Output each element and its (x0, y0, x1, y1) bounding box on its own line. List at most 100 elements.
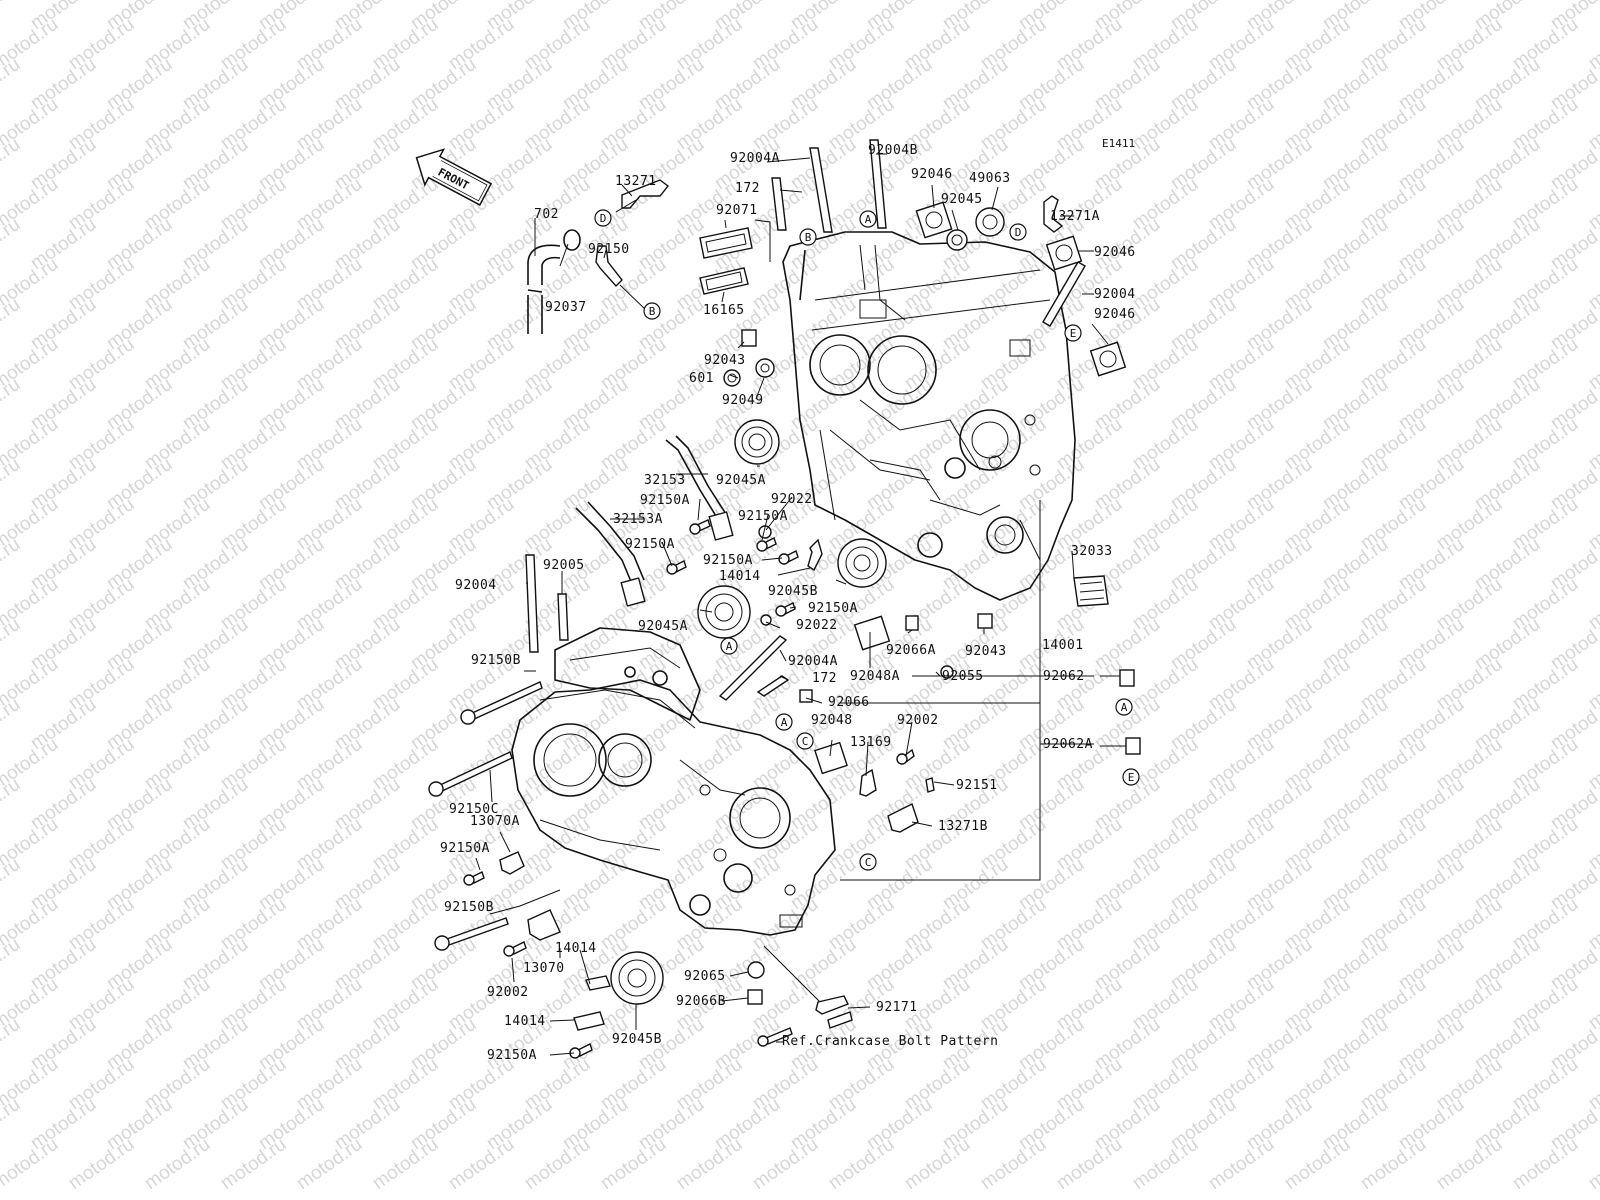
watermark-text: motod.ru (0, 694, 24, 754)
watermark-text: motod.ru (217, 1134, 290, 1194)
watermark-text: motod.ru (0, 54, 24, 114)
part-label-p22: 92150A (640, 493, 690, 508)
callout-circle (799, 228, 817, 246)
bearings (610, 201, 1127, 1005)
part-label-p29: 92045B (768, 584, 818, 599)
callout-circle (643, 302, 661, 320)
part-label-p2: 702 (534, 207, 559, 222)
watermark-text: motod.ru (673, 1134, 746, 1194)
watermark-text: motod.ru (521, 1134, 594, 1194)
part-label-p5: 92004A (730, 151, 780, 166)
part-label-p33: 92045A (638, 619, 688, 634)
callout-c12: C (859, 853, 877, 871)
part-label-p36: 92066A (886, 643, 936, 658)
part-label-p60: 92066B (676, 994, 726, 1009)
callout-c10: A (1115, 698, 1133, 716)
part-label-p32: 92005 (543, 558, 585, 573)
part-label-p19: 92049 (722, 393, 764, 408)
callout-letter: A (726, 640, 733, 653)
callout-c9: C (796, 732, 814, 750)
callout-c8: A (775, 713, 793, 731)
part-label-p9: 49063 (969, 171, 1011, 186)
clamp-92037 (563, 229, 581, 251)
part-label-p21: 92045A (716, 473, 766, 488)
callout-c5: D (1009, 223, 1027, 241)
watermark-text: motod.ru (1053, 1134, 1126, 1194)
watermark-text: motod.ru (1129, 1134, 1202, 1194)
part-label-p50: 92151 (956, 778, 998, 793)
part-label-p48: 92002 (897, 713, 939, 728)
part-label-p47: 13169 (850, 735, 892, 750)
watermark-text: motod.ru (0, 934, 24, 994)
plug-92062 (1119, 669, 1135, 687)
part-label-p63: 92045B (612, 1032, 662, 1047)
crankcase-left-half (511, 627, 836, 936)
part-label-p26: 92150A (625, 537, 675, 552)
part-label-p51: 92150C (449, 802, 499, 817)
plate-16165 (699, 267, 749, 295)
watermark-text: motod.ru (0, 1014, 24, 1074)
part-label-p61: 92171 (876, 1000, 918, 1015)
callout-letter: A (781, 716, 788, 729)
part-label-p40: 92004A (788, 654, 838, 669)
callout-letter: B (649, 305, 656, 318)
part-label-p56: 14014 (555, 941, 597, 956)
watermark-text: motod.ru (0, 854, 24, 914)
watermark-text: motod.ru (0, 294, 24, 354)
watermark-text: motod.ru (1509, 1134, 1582, 1194)
pipe-32153A (575, 501, 645, 585)
pipe-32153 (665, 435, 727, 517)
part-label-p53: 13271B (938, 819, 988, 834)
callout-circle (859, 210, 877, 228)
callout-circle (1115, 698, 1133, 716)
watermark-text: motod.ru (0, 374, 24, 434)
watermark-text: motod.ru (1357, 1134, 1430, 1194)
brackets (499, 195, 1064, 1031)
diagram-code: E1411 (1102, 137, 1135, 150)
callout-c7: A (720, 637, 738, 655)
part-label-p31: 92004 (455, 578, 497, 593)
callout-letter: D (1015, 226, 1022, 239)
part-label-p34: 92150A (808, 601, 858, 616)
part-label-p16: 92046 (1094, 307, 1136, 322)
part-label-p43: 92055 (942, 669, 984, 684)
watermark-text: motod.ru (65, 1134, 138, 1194)
part-label-p10: 92071 (716, 203, 758, 218)
part-label-p7: 172 (735, 181, 760, 196)
crankcase-right-half (782, 231, 1076, 601)
watermark-text: motod.ru (141, 1134, 214, 1194)
callout-letter: C (865, 856, 872, 869)
part-label-p11: 92045 (941, 192, 983, 207)
part-label-p23: 32153A (613, 512, 663, 527)
fitting-92150 (595, 245, 623, 288)
part-label-p64: 92150A (487, 1048, 537, 1063)
callout-circle (796, 732, 814, 750)
watermark-text: motod.ru (597, 1134, 670, 1194)
part-label-p35: 92022 (796, 618, 838, 633)
part-label-p14: 16165 (703, 303, 745, 318)
part-label-p3: 92150 (588, 242, 630, 257)
part-label-p39: 92150B (471, 653, 521, 668)
part-label-p1: 13271 (615, 174, 657, 189)
part-label-p25: 92150A (738, 509, 788, 524)
callout-letter: A (1121, 701, 1128, 714)
dowels (741, 329, 993, 1005)
watermark-text: motod.ru (1205, 1134, 1278, 1194)
part-label-p38: 14001 (1042, 638, 1084, 653)
watermark-text: motod.ru (825, 1134, 898, 1194)
part-label-p55: 92150B (444, 900, 494, 915)
watermark-text: motod.ru (0, 214, 24, 274)
callout-letter: E (1128, 771, 1135, 784)
callout-circle (1009, 223, 1027, 241)
part-label-p58: 92065 (684, 969, 726, 984)
watermark-text: motod.ru (0, 134, 24, 194)
ref-crankcase-bolt-pattern: Ref.Crankcase Bolt Pattern (782, 1034, 999, 1049)
part-label-p62: 14014 (504, 1014, 546, 1029)
callout-letter: E (1070, 327, 1077, 340)
callout-c4: A (859, 210, 877, 228)
part-label-p17: 92043 (704, 353, 746, 368)
callout-c1: D (594, 209, 612, 227)
part-label-p57: 13070 (523, 961, 565, 976)
